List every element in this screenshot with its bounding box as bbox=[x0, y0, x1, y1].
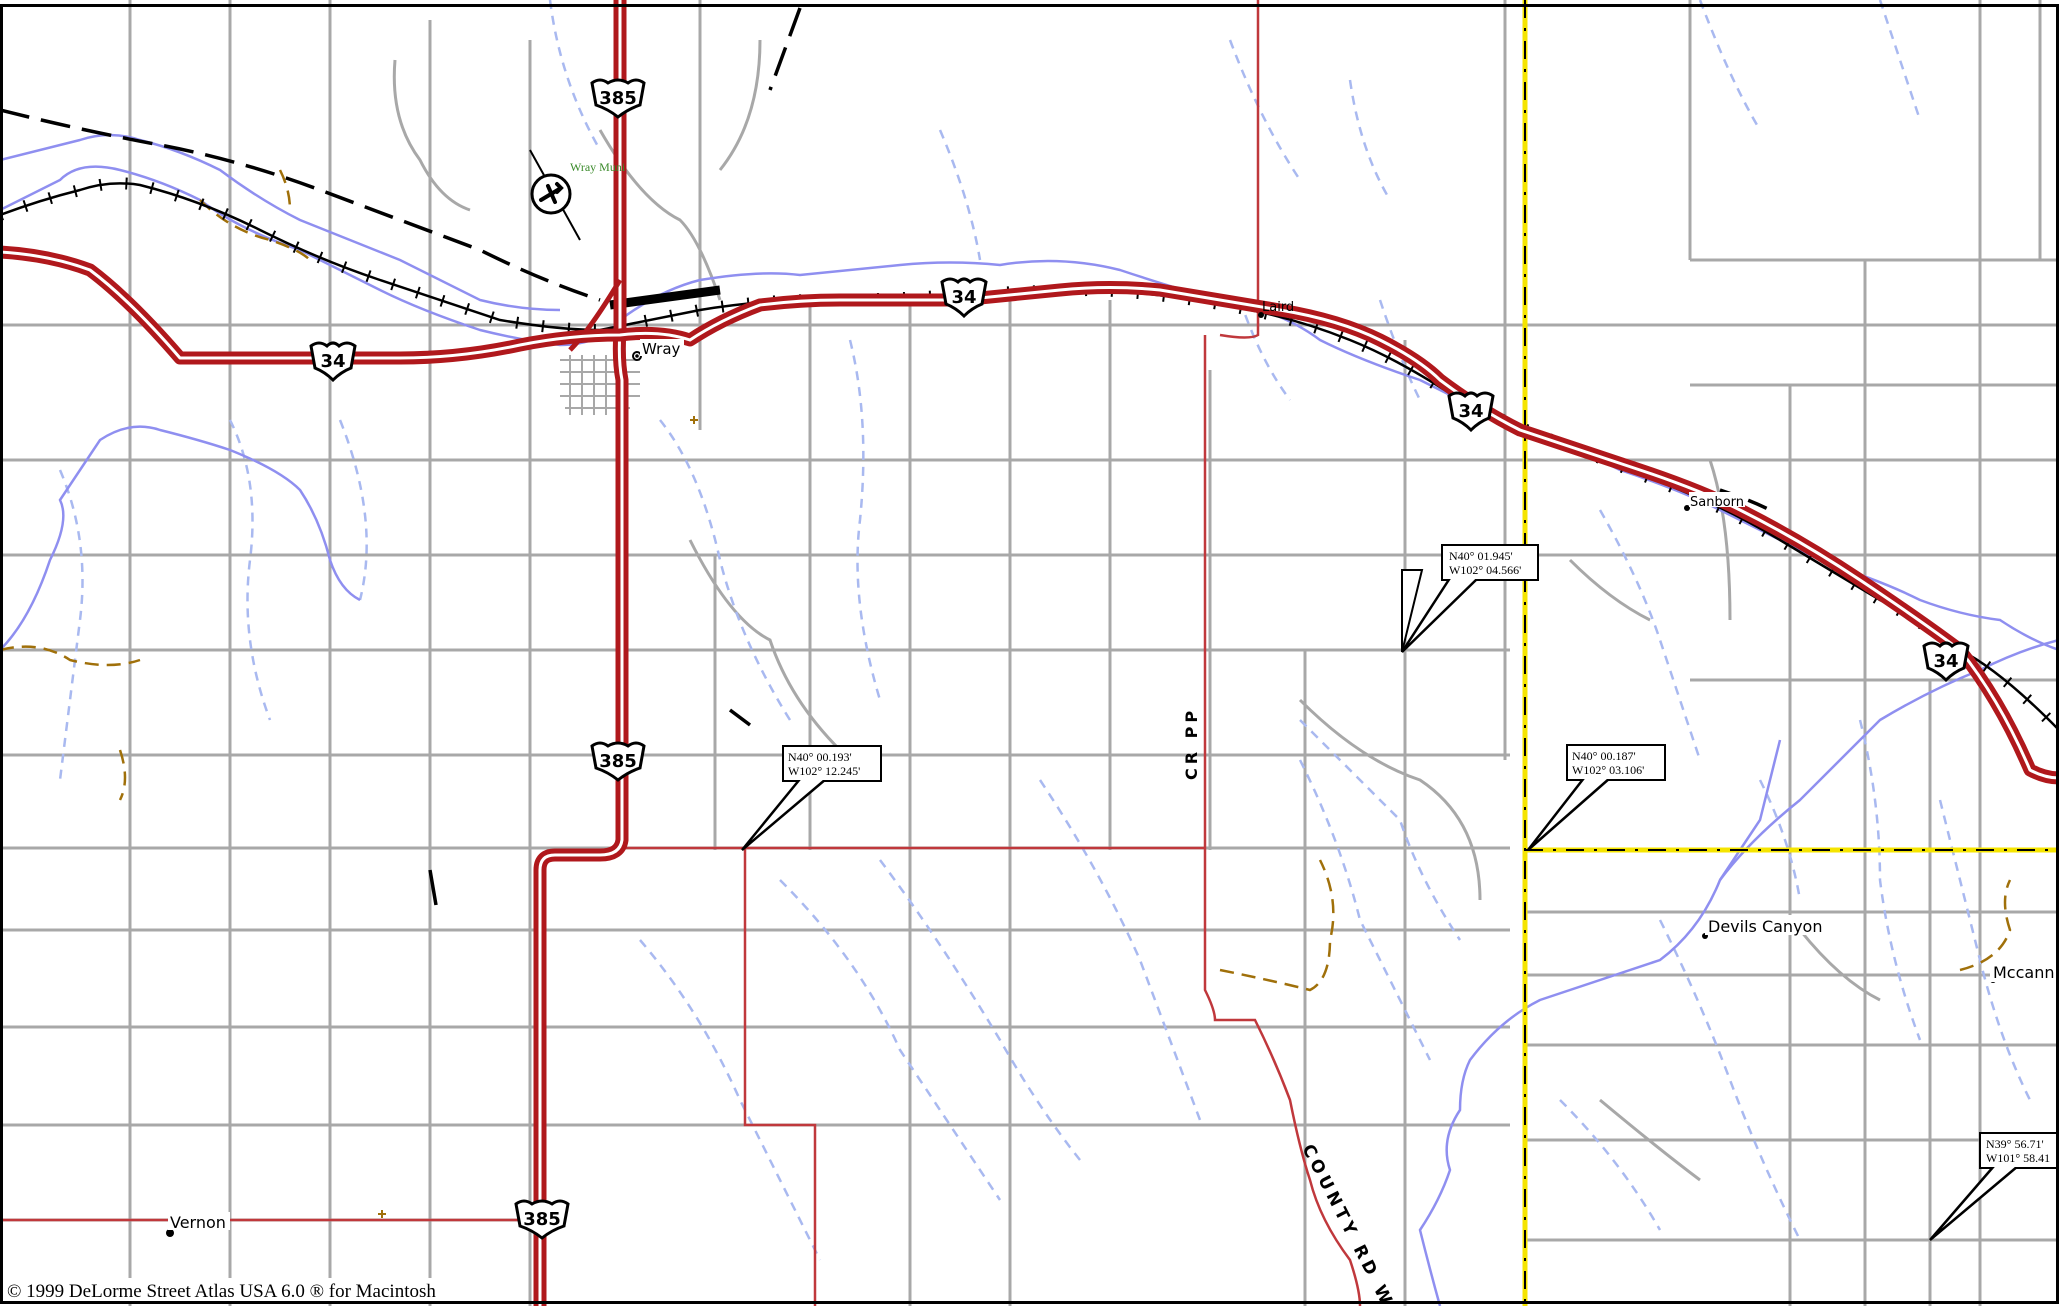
county-line bbox=[1522, 0, 2059, 1306]
place-marker-icon bbox=[166, 312, 1996, 1237]
us-385-shield: 385 bbox=[514, 1199, 570, 1240]
svg-text:34: 34 bbox=[320, 351, 345, 372]
coordinate-callout: N40° 00.193' W102° 12.245' bbox=[741, 745, 882, 851]
svg-text:N40° 00.187': N40° 00.187' bbox=[1572, 749, 1636, 763]
svg-text:34: 34 bbox=[1933, 651, 1958, 672]
coordinate-callout: N39° 56.71' W101° 58.41 bbox=[1929, 1132, 2059, 1241]
copyright-background bbox=[2, 1278, 497, 1302]
place-label-sanborn: Sanborn bbox=[1690, 495, 1744, 510]
place-label-vernon: Vernon bbox=[170, 1213, 226, 1232]
us-385-shield: 385 bbox=[590, 741, 646, 782]
airport-label: Wray Muni bbox=[570, 160, 626, 174]
svg-text:385: 385 bbox=[523, 1209, 561, 1230]
us-34-shield: 34 bbox=[1922, 641, 1970, 683]
place-label-mccann: Mccann ( bbox=[1993, 963, 2059, 982]
svg-text:N39° 56.71': N39° 56.71' bbox=[1986, 1137, 2044, 1151]
us-34-shield: 34 bbox=[309, 341, 357, 383]
us-34-highway bbox=[0, 245, 2059, 785]
svg-text:385: 385 bbox=[599, 751, 637, 772]
svg-text:34: 34 bbox=[951, 287, 976, 308]
place-label-wray: Wray bbox=[642, 340, 681, 358]
svg-text:W102° 12.245': W102° 12.245' bbox=[788, 764, 860, 778]
svg-text:W102° 04.566': W102° 04.566' bbox=[1449, 563, 1521, 577]
svg-text:W102° 03.106': W102° 03.106' bbox=[1572, 763, 1644, 777]
us-385-highway bbox=[533, 0, 629, 1306]
trails bbox=[0, 169, 2012, 992]
svg-text:W101° 58.41: W101° 58.41 bbox=[1986, 1151, 2050, 1165]
copyright-notice: © 1999 DeLorme Street Atlas USA 6.0 ® fo… bbox=[7, 1281, 436, 1302]
county-roads bbox=[0, 0, 1362, 1307]
us-34-shield: 34 bbox=[940, 277, 988, 319]
place-label-laird: Laird bbox=[1262, 300, 1294, 315]
airport-icon[interactable] bbox=[530, 173, 572, 215]
place-labels: Wray Laird Sanborn Vernon Devils Canyon … bbox=[168, 300, 2059, 1232]
svg-text:N40° 01.945': N40° 01.945' bbox=[1449, 549, 1513, 563]
us-385-shield: 385 bbox=[590, 78, 646, 119]
coordinate-callout: N40° 00.187' W102° 03.106' bbox=[1527, 744, 1666, 851]
place-label-devils-canyon: Devils Canyon bbox=[1708, 917, 1822, 936]
coordinate-callout: N40° 01.945' W102° 04.566' bbox=[1400, 544, 1539, 653]
svg-text:385: 385 bbox=[599, 88, 637, 109]
streams bbox=[58, 0, 2032, 1261]
svg-text:34: 34 bbox=[1458, 401, 1483, 422]
us-34-shield: 34 bbox=[1447, 391, 1495, 433]
road-label-cr-pp: CR PP bbox=[1182, 707, 1201, 780]
map-border bbox=[0, 4, 2059, 1304]
svg-text:N40° 00.193': N40° 00.193' bbox=[788, 750, 852, 764]
